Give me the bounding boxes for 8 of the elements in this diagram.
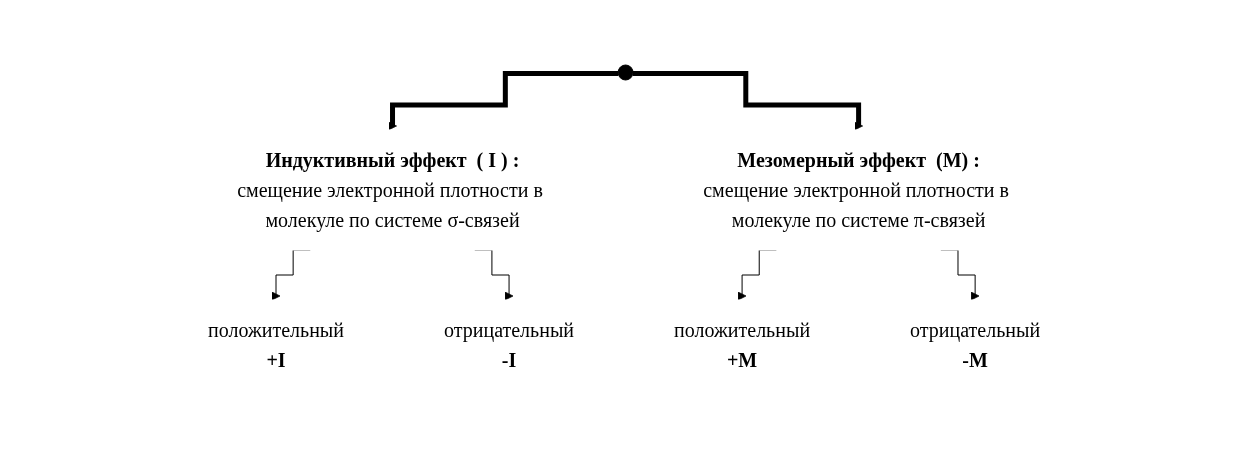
arrow <box>632 70 863 130</box>
arrow <box>388 70 619 130</box>
node-text: положительный +I <box>207 318 344 371</box>
node-text: Мезомерный эффект (M) : смещение электронной плотности в молекуле по системе π-связей <box>703 148 1009 231</box>
node-text: Индуктивный эффект ( I ) : смещение электронной плотности в молекуле по системе σ-связей <box>237 148 543 231</box>
node-text: отрицательный -I <box>443 318 574 371</box>
node-text: отрицательный -M <box>910 318 1041 371</box>
node-text: положительный +M <box>674 318 811 371</box>
